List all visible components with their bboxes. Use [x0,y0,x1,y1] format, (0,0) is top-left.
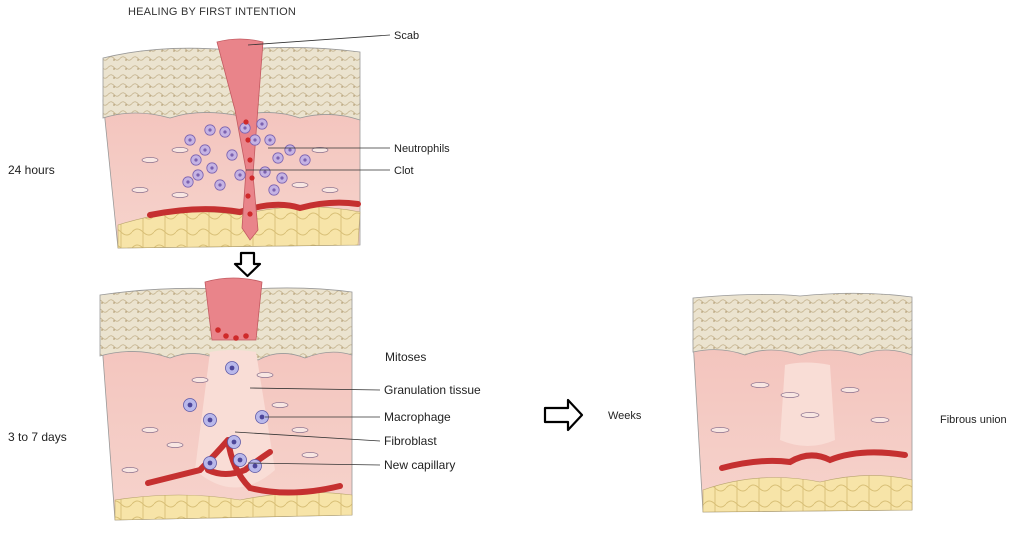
red-blood-cell [247,211,253,217]
neutrophil-nucleus [218,183,222,187]
neutrophil-nucleus [186,180,190,184]
macrophage-nucleus [252,463,258,469]
stage-label-weeks: Weeks [608,410,642,422]
leader-scab [247,34,391,46]
panel-weeks [692,292,913,513]
fat-2 [114,492,353,521]
fibroblast-cell [131,187,149,193]
neutrophil-nucleus [230,153,234,157]
fibroblast-cell [800,412,820,418]
macrophage-nucleus [231,439,237,445]
neutrophil-nucleus [243,126,247,130]
wound-clot-1 [216,38,264,241]
leader-granulation [249,387,381,391]
red-blood-cell [233,335,239,341]
fibroblast-cell [840,387,860,393]
leader-capillary [247,462,381,466]
fibroblasts-group-3 [710,382,890,433]
red-blood-cell [215,327,221,333]
leader-lines [234,34,391,466]
neutrophil-nucleus [210,166,214,170]
neutrophil-nucleus [260,122,264,126]
macrophage-nucleus [237,457,243,463]
epidermis-3 [692,292,913,356]
neutrophil-nucleus [238,173,242,177]
fibroblast-cell [321,187,339,193]
capillary-3 [719,449,908,471]
label-fibroblast: Fibroblast [384,434,437,448]
red-blood-cell [249,175,255,181]
neutrophil-nucleus [188,138,192,142]
macrophage-nucleus [207,460,213,466]
macrophage-nucleus [259,414,265,420]
neutrophil-nucleus [268,138,272,142]
macrophage-nucleus [207,417,213,423]
label-granulation-tissue: Granulation tissue [384,383,481,397]
fibroblast-cell [710,427,730,433]
fibroblast-cell [256,372,274,378]
panel-24-hours [102,38,361,249]
red-blood-cell [243,333,249,339]
fibroblast-cell [780,392,800,398]
diagram-title: HEALING BY FIRST INTENTION [128,6,296,18]
fibroblast-cell [166,442,184,448]
fibroblast-cell [141,157,159,163]
neutrophil-nucleus [280,176,284,180]
fibroblast-cell [271,402,289,408]
neutrophil-nucleus [303,158,307,162]
neutrophil-nucleus [253,138,257,142]
scab-2 [204,277,263,341]
red-blood-cell [245,193,251,199]
neutrophils-group [182,118,311,217]
fibroblast-cell [121,467,139,473]
red-blood-cell [245,137,251,143]
fibroblast-cell [750,382,770,388]
fibroblast-cell [291,427,309,433]
capillary-1 [147,199,361,218]
neutrophil-nucleus [203,148,207,152]
panel-3-to-7-days [99,277,353,521]
label-macrophage: Macrophage [384,410,451,424]
fibroblast-cell [171,192,189,198]
leader-fibroblast [234,431,381,442]
fat-3 [702,475,913,513]
label-neutrophils: Neutrophils [394,143,450,155]
stage-label-3-to-7-days: 3 to 7 days [8,430,67,444]
red-blood-cell [223,333,229,339]
label-clot: Clot [394,165,414,177]
fibroblasts-group-1 [131,147,339,198]
neutrophil-nucleus [208,128,212,132]
capillaries-2 [145,437,343,496]
fibroblast-cell [191,377,209,383]
right-arrow-icon [543,398,584,432]
cells-group-2 [121,327,319,473]
label-mitoses: Mitoses [385,350,427,364]
fibroblast-cell [291,182,309,188]
macrophage-nucleus [187,402,193,408]
fibroblast-cell [171,147,189,153]
fibroblast-cell [141,427,159,433]
fibrous-scar [780,362,835,446]
red-blood-cell [243,119,249,125]
neutrophil-nucleus [263,170,267,174]
neutrophil-nucleus [288,148,292,152]
fibroblast-cell [870,417,890,423]
label-new-capillary: New capillary [384,458,456,472]
neutrophil-nucleus [194,158,198,162]
macrophage-nucleus [229,365,235,371]
label-scab: Scab [394,30,420,42]
neutrophil-nucleus [223,130,227,134]
neutrophil-nucleus [272,188,276,192]
fibroblast-cell [301,452,319,458]
stage-label-fibrous-union: Fibrous union [940,414,1007,426]
fibroblast-cell [311,147,329,153]
down-arrow-icon [233,251,262,278]
stage-label-24-hours: 24 hours [8,163,55,177]
neutrophil-nucleus [196,173,200,177]
neutrophil-nucleus [276,156,280,160]
red-blood-cell [247,157,253,163]
